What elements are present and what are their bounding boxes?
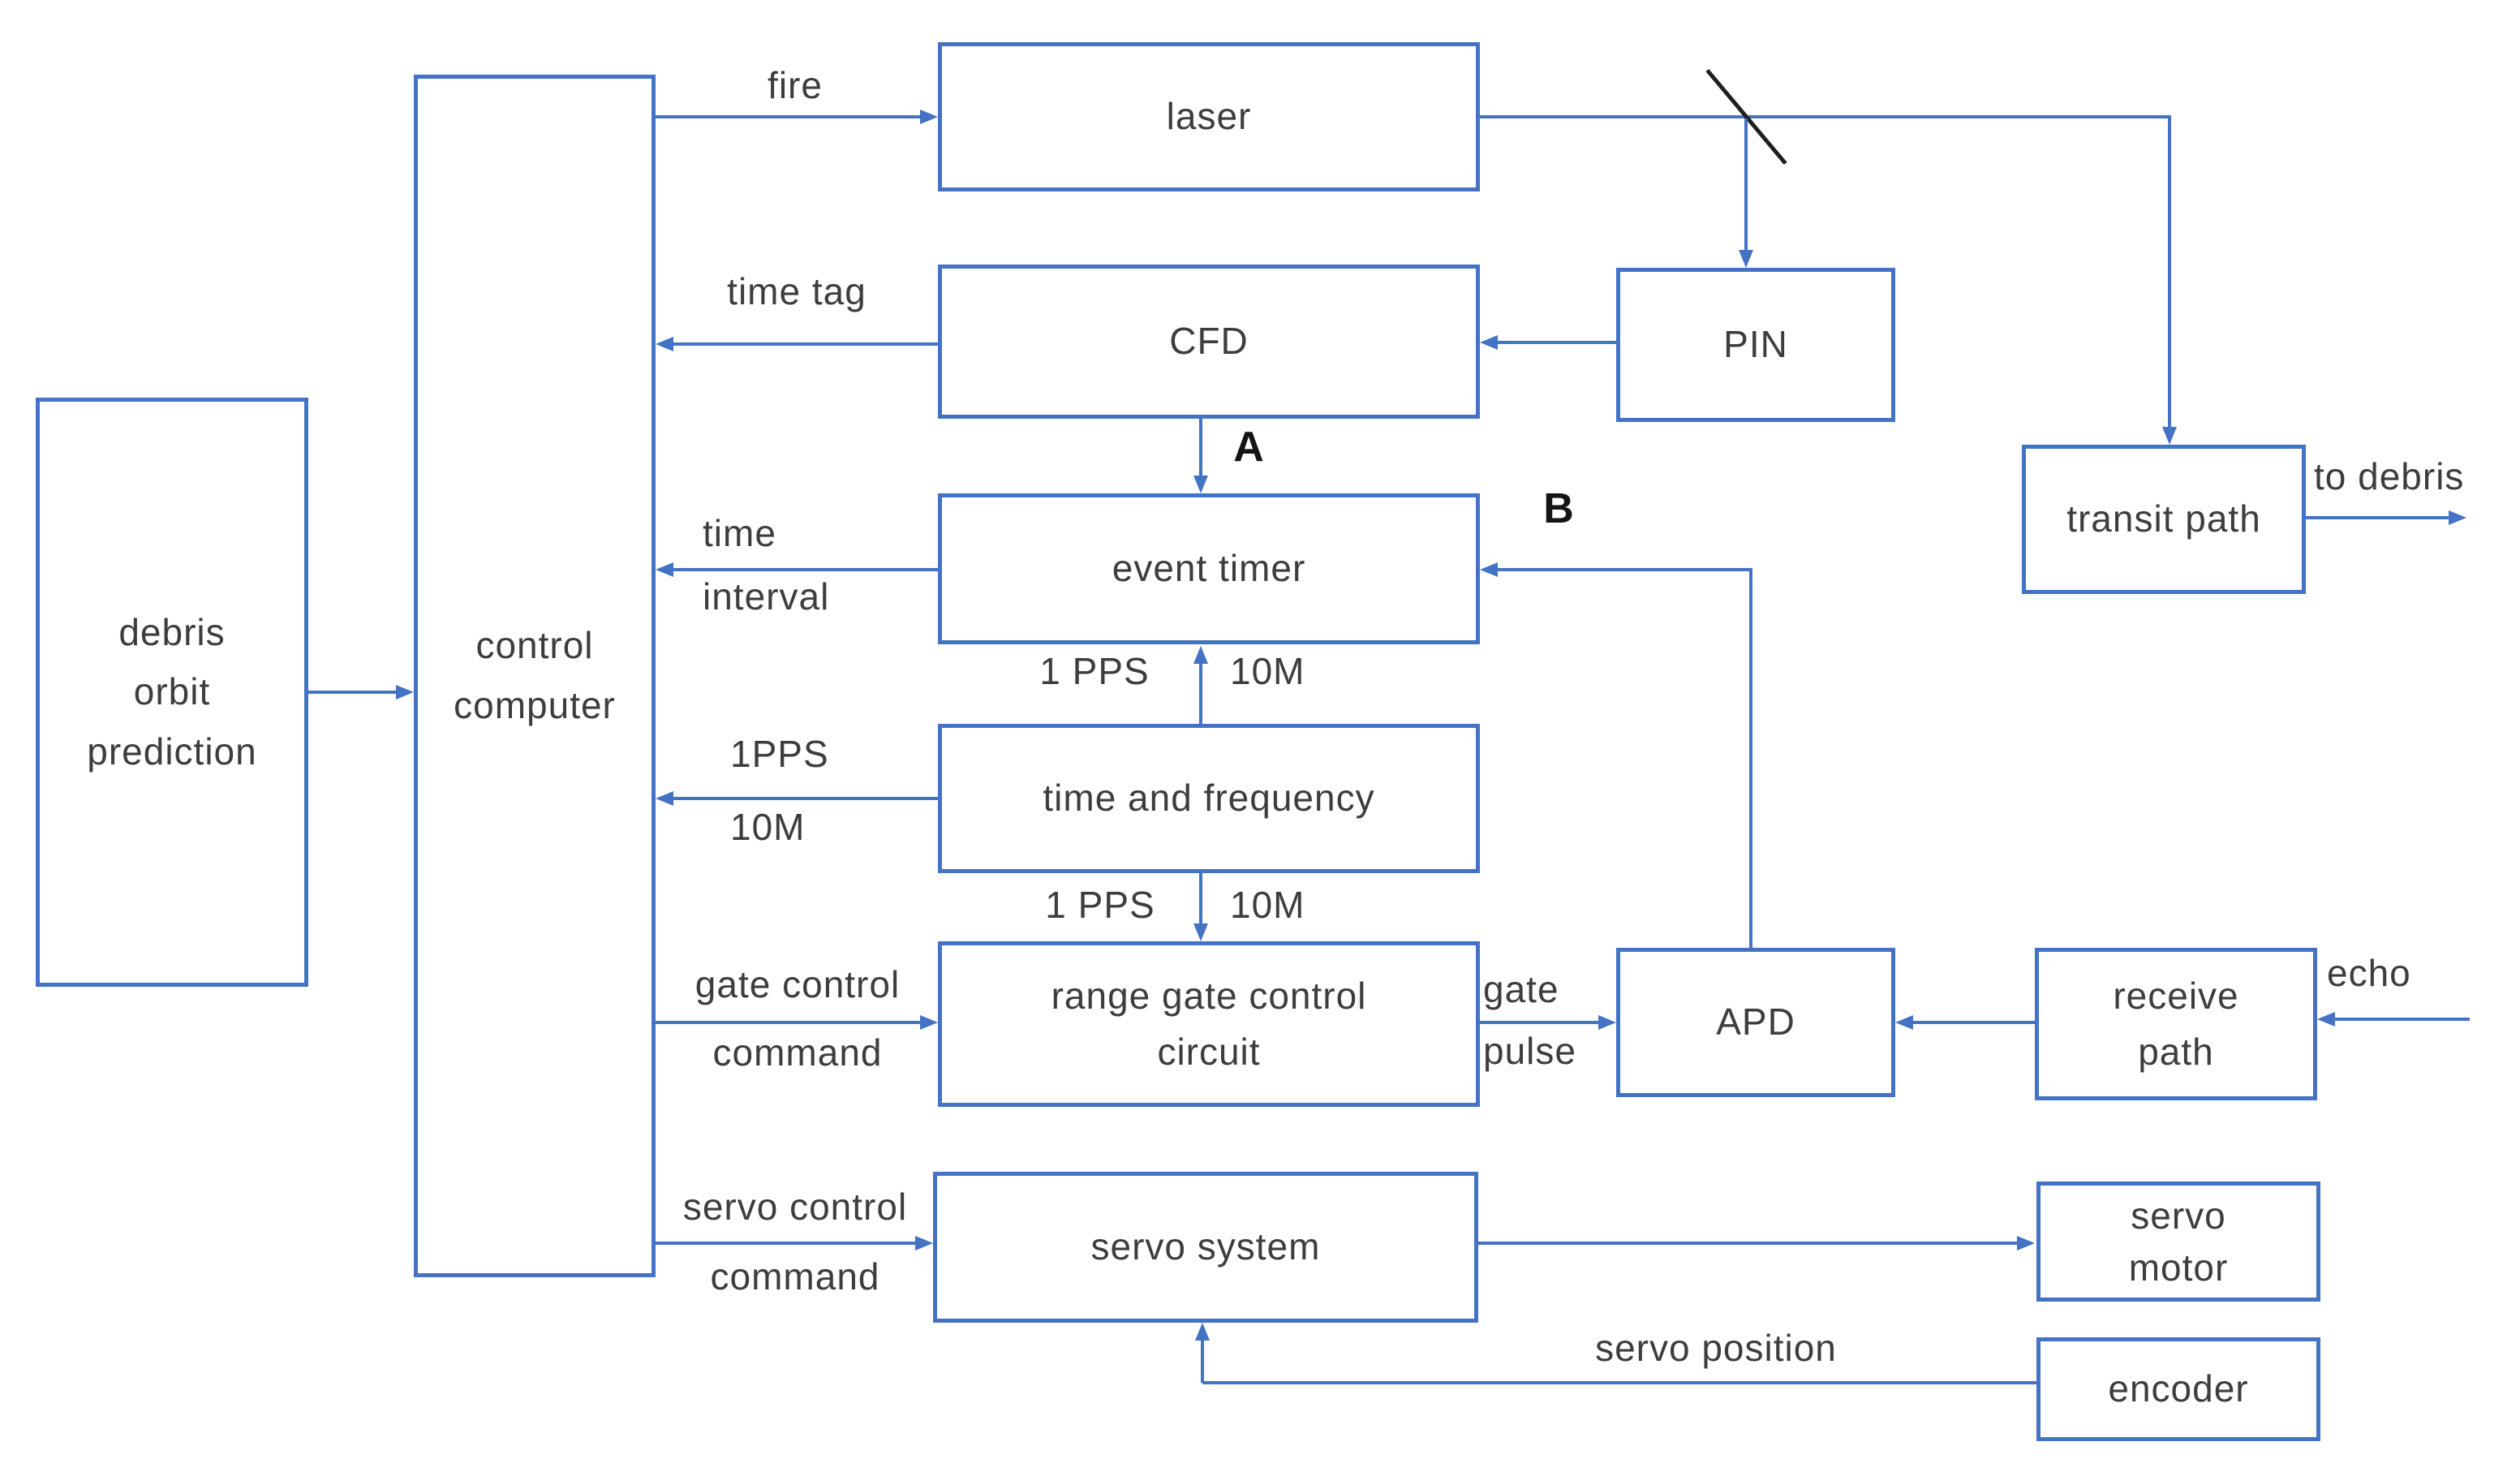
node-time-and-frequency: time and frequency — [938, 724, 1480, 873]
to-debris-arrow-icon — [2449, 510, 2466, 525]
servo-command-arrow-icon — [915, 1236, 933, 1250]
edge-servo-to-motor-line — [1478, 1242, 2019, 1245]
label-servo-position: servo position — [1595, 1327, 1837, 1369]
node-event-timer: event timer — [938, 493, 1480, 644]
edge-fire-line — [656, 115, 920, 118]
node-cfd: CFD — [938, 265, 1480, 419]
edge-servo-command-line — [656, 1242, 915, 1245]
edge-debris-to-control-line — [308, 691, 398, 694]
label-servo-command: command — [710, 1255, 880, 1298]
servo-position-arrow-icon — [1195, 1323, 1210, 1341]
tf-to-range-gate-arrow-icon — [1193, 923, 1208, 941]
edge-pps-10m-line — [673, 797, 938, 800]
time-tag-arrow-icon — [656, 337, 673, 351]
edge-servo-position-hline — [1202, 1381, 2036, 1384]
edge-apd-to-event-timer-vline — [1749, 568, 1752, 948]
edge-laser-out-line — [1480, 115, 2171, 118]
edge-gate-pulse-line — [1480, 1021, 1598, 1024]
node-receive-path: receive path — [2035, 948, 2317, 1100]
laser-to-transit-arrow-icon — [2162, 427, 2177, 445]
edge-time-tag-line — [673, 342, 938, 346]
label-10m-lower: 10M — [1230, 884, 1305, 926]
tf-to-event-timer-arrow-icon — [1193, 646, 1208, 664]
label-annotation-b: B — [1543, 485, 1574, 532]
receive-to-apd-arrow-icon — [1895, 1015, 1913, 1030]
label-time-interval-line2: interval — [703, 575, 830, 618]
node-apd: APD — [1616, 948, 1895, 1097]
node-control-computer: control computer — [414, 75, 656, 1277]
edge-servo-position-vline — [1201, 1341, 1204, 1383]
pin-to-cfd-arrow-icon — [1480, 335, 1498, 350]
edge-cfd-to-event-timer-line — [1199, 419, 1202, 476]
node-debris-orbit-prediction: debris orbit prediction — [36, 398, 308, 987]
edge-tf-to-event-timer-line — [1199, 664, 1202, 724]
edge-pin-to-cfd-line — [1498, 341, 1616, 344]
edge-receive-to-apd-line — [1913, 1021, 2035, 1024]
gate-pulse-arrow-icon — [1598, 1015, 1616, 1030]
edge-gate-command-line — [656, 1021, 920, 1024]
label-1pps-left: 1PPS — [730, 733, 829, 775]
debris-to-control-arrow-icon — [396, 685, 414, 699]
node-pin: PIN — [1616, 268, 1895, 422]
echo-arrow-icon — [2317, 1012, 2335, 1027]
label-time-tag: time tag — [727, 270, 867, 312]
gate-command-arrow-icon — [920, 1015, 938, 1030]
label-pulse: pulse — [1483, 1030, 1576, 1072]
label-servo-control: servo control — [682, 1186, 908, 1228]
edge-time-interval-line — [673, 568, 938, 571]
edge-splitter-to-pin-line — [1744, 118, 1748, 250]
time-interval-arrow-icon — [656, 562, 673, 577]
label-gate: gate — [1483, 968, 1559, 1010]
node-laser: laser — [938, 42, 1480, 192]
label-gate-control: gate control — [695, 963, 901, 1005]
servo-to-motor-arrow-icon — [2017, 1236, 2035, 1250]
label-echo: echo — [2327, 952, 2411, 994]
node-servo-motor: servo motor — [2036, 1181, 2320, 1302]
edge-echo-line — [2335, 1018, 2470, 1021]
node-encoder: encoder — [2036, 1337, 2320, 1441]
node-transit-path: transit path — [2022, 445, 2306, 594]
apd-to-event-timer-arrow-icon — [1480, 562, 1498, 577]
splitter-to-pin-arrow-icon — [1739, 250, 1753, 268]
edge-apd-to-event-timer-hline — [1498, 568, 1751, 571]
edge-to-debris-line — [2306, 516, 2449, 519]
label-to-debris: to debris — [2314, 455, 2465, 497]
edge-tf-to-range-gate-line — [1199, 873, 1202, 923]
label-1pps-lower: 1 PPS — [1045, 884, 1155, 926]
label-10m-upper: 10M — [1230, 650, 1305, 692]
label-annotation-a: A — [1233, 424, 1264, 471]
fire-arrow-icon — [920, 110, 938, 124]
pps-10m-arrow-icon — [656, 791, 673, 806]
node-range-gate-control-circuit: range gate control circuit — [938, 941, 1480, 1107]
cfd-to-event-timer-arrow-icon — [1193, 476, 1208, 493]
label-1pps-upper: 1 PPS — [1039, 650, 1150, 692]
label-time-interval-line1: time — [703, 512, 776, 554]
label-10m-left: 10M — [730, 806, 806, 848]
label-gate-command: command — [712, 1031, 883, 1074]
edge-laser-to-transit-line — [2168, 117, 2171, 427]
node-servo-system: servo system — [933, 1172, 1478, 1323]
label-fire: fire — [768, 64, 823, 106]
